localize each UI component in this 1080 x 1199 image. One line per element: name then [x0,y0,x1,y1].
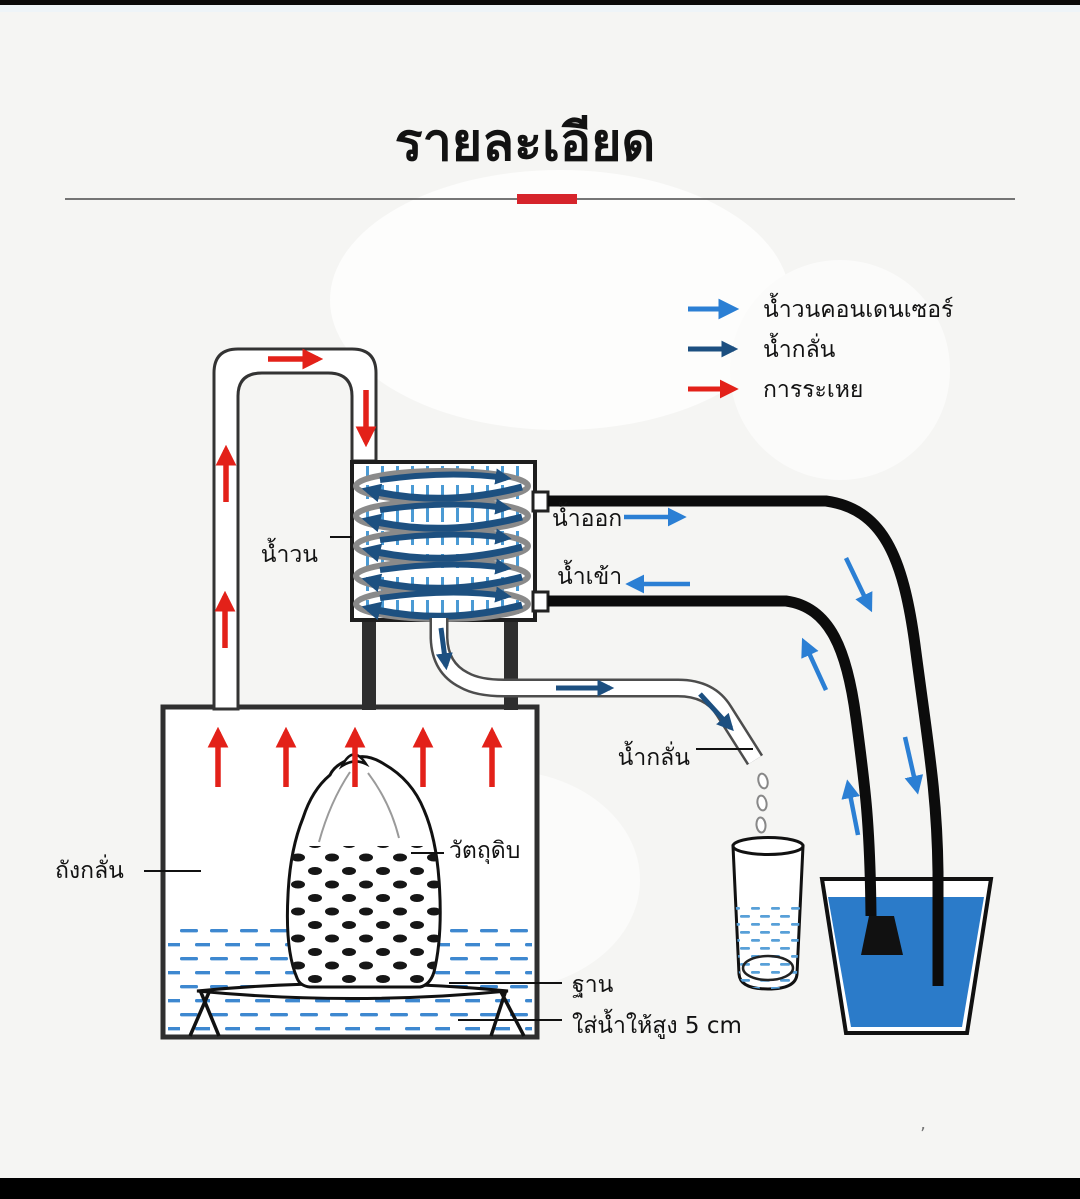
legend-label-distilled-water: น้ำกลั่น [763,333,836,363]
evaporation-arrows-pipe [214,348,377,648]
distillate-tube [429,618,764,766]
water-in-hose [548,595,877,917]
label-coil-water: น้ำวน [261,538,319,568]
evaporation-arrows-tank [207,726,503,787]
top-black-bar [0,0,1080,5]
divider-accent [517,194,577,204]
label-water-in: น้ำเข้า [557,560,622,590]
bag-folds [318,771,400,843]
label-base: ฐาน [572,972,614,998]
water-out-port [531,490,550,513]
background-blob [330,170,790,430]
base-platform [196,982,509,1000]
condenser-coil [353,468,531,622]
bag-contents-dots [287,846,441,987]
submersible-pump [861,916,903,955]
legend-label-evaporation: การระเหย [763,377,863,403]
top-light-strip [0,4,1080,12]
distillate-glass [731,836,805,991]
base-leg-left [188,989,221,1037]
label-still-tank: ถังกลั่น [55,854,124,884]
stray-mark: ’ [920,1124,926,1145]
page-title: รายละเอียด [395,113,656,173]
bucket-water [828,897,984,1027]
water-in-port [531,590,550,613]
water-drops [755,772,769,834]
background-blob [730,260,950,480]
legend-label-condenser-water: น้ำวนคอนเดนเซอร์ [763,293,953,323]
raw-material-bag [285,753,442,989]
base-leg-right [489,989,526,1037]
condenser-leg-left [362,618,376,710]
label-distilled-water: น้ำกลั่น [618,741,691,771]
distilled-water-arrows [435,627,734,732]
glass-water [733,905,803,989]
legend: น้ำวนคอนเดนเซอร์ น้ำกลั่น การระเหย [688,293,953,403]
bottom-black-bar [0,1178,1080,1199]
water-out-hose [548,495,944,986]
label-raw-material: วัตถุดิบ [449,838,520,864]
label-water-height: ใส่น้ำให้สูง 5 cm [572,1009,742,1039]
pointer-lines [144,536,753,1021]
condenser-water-flow-arrows [624,507,924,836]
label-water-out: น้ำออก [552,502,622,532]
